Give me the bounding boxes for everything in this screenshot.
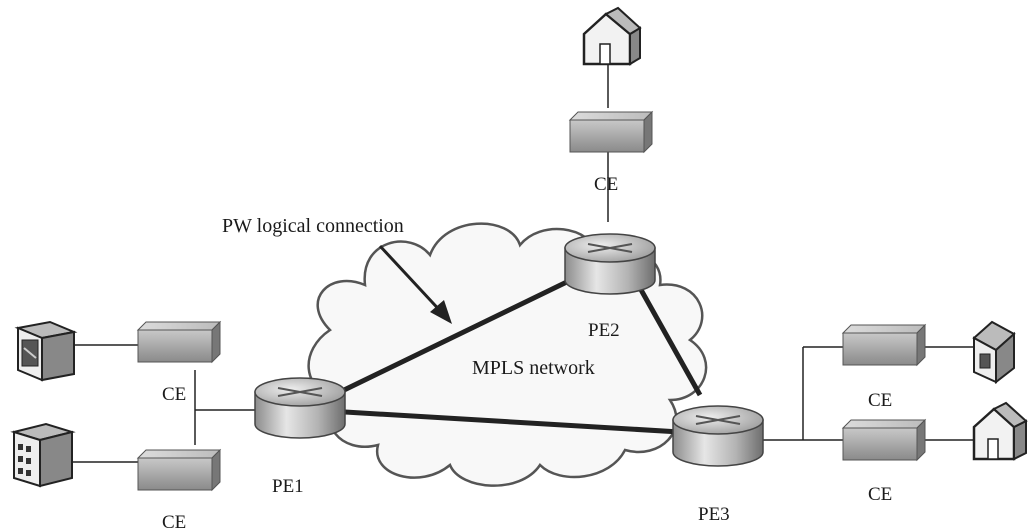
server-building-icon: [14, 320, 78, 382]
ce-pe2-label: CE: [594, 174, 618, 195]
router-pe3: [672, 405, 764, 467]
switch-ce-left-top: [136, 320, 222, 364]
pe3-label: PE3: [698, 504, 730, 525]
connection-lines: [70, 60, 975, 463]
annotation-arrow: [378, 244, 452, 324]
house-icon: [972, 401, 1028, 461]
ce-left-top-label: CE: [162, 384, 186, 405]
pe2-label: PE2: [588, 320, 620, 341]
office-building-icon: [10, 422, 76, 488]
router-pe2: [564, 233, 656, 295]
router-arrows-icon: [695, 415, 741, 425]
house-icon: [582, 6, 642, 66]
cloud-label: MPLS network: [472, 357, 595, 379]
switch-ce-right-top: [841, 323, 927, 367]
switch-ce-pe2: [568, 110, 654, 154]
link-pe2-pe3: [637, 286, 703, 397]
building-icon: [972, 320, 1016, 385]
switch-ce-right-bottom: [841, 418, 927, 462]
ce-left-bottom-label: CE: [162, 512, 186, 531]
router-arrows-icon: [277, 387, 323, 397]
router-pe1: [254, 377, 346, 439]
switch-ce-left-bottom: [136, 448, 222, 492]
annotation-label: PW logical connection: [222, 215, 404, 237]
ce-right-bottom-label: CE: [868, 484, 892, 505]
ce-right-top-label: CE: [868, 390, 892, 411]
link-pe1-pe2: [338, 275, 577, 395]
router-arrows-icon: [587, 243, 633, 253]
pe1-label: PE1: [272, 476, 304, 497]
link-pe1-pe3: [344, 409, 681, 435]
